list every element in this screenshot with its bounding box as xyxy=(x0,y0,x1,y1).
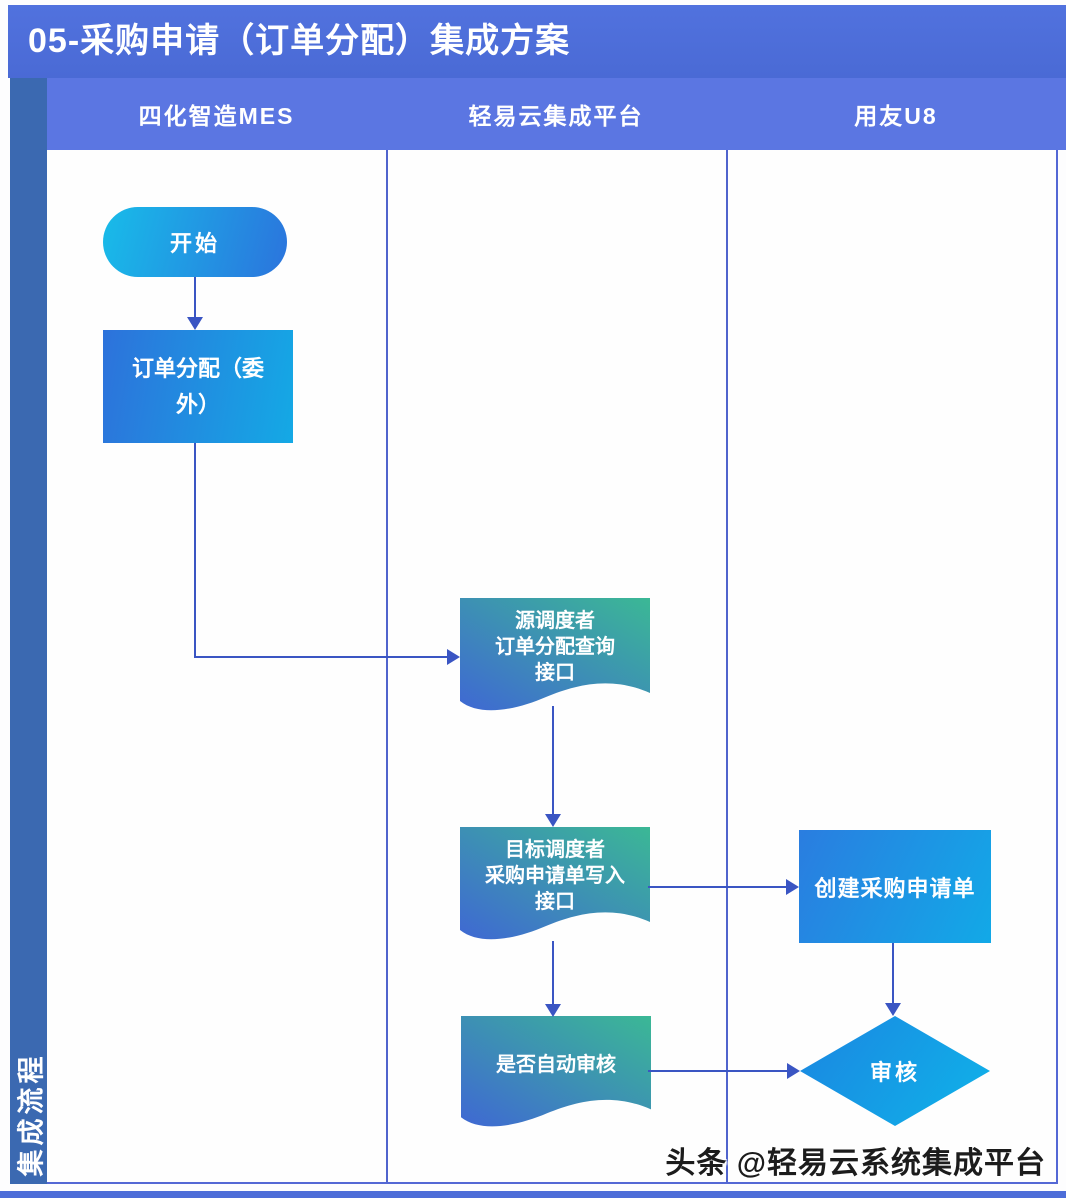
lane-header-qingyiyun: 轻易云集成平台 xyxy=(468,103,644,129)
node-create-purchase-request[interactable]: 创建采购申请单 xyxy=(799,830,991,943)
lane-divider-1 xyxy=(386,150,388,1182)
document-shape xyxy=(460,827,650,940)
node-source-scheduler-line2: 订单分配查询 xyxy=(495,636,615,658)
swimlane-header-band: 四化智造MES 轻易云集成平台 用友U8 xyxy=(47,78,1066,150)
node-order-allocation[interactable]: 订单分配（委外） xyxy=(103,330,293,443)
document-shape xyxy=(460,598,650,711)
node-target-scheduler[interactable]: 目标调度者 采购申请单写入 接口 xyxy=(460,827,650,943)
node-source-scheduler-line1: 源调度者 xyxy=(515,610,595,632)
watermark: 头条 @轻易云系统集成平台 xyxy=(665,1147,1046,1180)
connector-create-to-audit-line xyxy=(892,943,894,1003)
node-source-scheduler-line3: 接口 xyxy=(535,662,575,684)
connector-target-to-autoaudit-line xyxy=(552,941,554,1004)
document-shape xyxy=(461,1016,651,1127)
node-create-purchase-request-label: 创建采购申请单 xyxy=(814,875,976,901)
node-target-scheduler-line3: 接口 xyxy=(535,891,575,913)
bottom-accent-bar xyxy=(0,1191,1066,1198)
node-target-scheduler-line2: 采购申请单写入 xyxy=(485,865,625,887)
connector-source-to-target-line xyxy=(552,706,554,814)
node-auto-audit-check[interactable]: 是否自动审核 xyxy=(461,1016,651,1130)
page-title: 05-采购申请（订单分配）集成方案 xyxy=(28,22,571,60)
connector-target-to-create-arrowhead xyxy=(786,879,799,895)
connector-start-to-alloc-arrowhead xyxy=(187,317,203,330)
node-source-scheduler[interactable]: 源调度者 订单分配查询 接口 xyxy=(460,598,650,714)
node-audit-label: 审核 xyxy=(869,1060,920,1085)
lane-divider-2 xyxy=(726,150,728,1182)
node-target-scheduler-line1: 目标调度者 xyxy=(505,839,605,861)
connector-autoaudit-to-audit-arrowhead xyxy=(787,1063,800,1079)
connector-create-to-audit-arrowhead xyxy=(885,1003,901,1016)
connector-alloc-to-source-arrowhead xyxy=(447,649,460,665)
connector-target-to-create-line xyxy=(648,886,786,888)
node-start-label: 开始 xyxy=(169,231,220,256)
node-start[interactable]: 开始 xyxy=(103,207,287,277)
process-row-header: 集成流程 xyxy=(10,78,47,1184)
connector-target-to-autoaudit-arrowhead xyxy=(545,1004,561,1017)
lane-header-mes: 四化智造MES xyxy=(138,103,295,129)
title-bar: 05-采购申请（订单分配）集成方案 xyxy=(8,5,1066,78)
connector-alloc-to-source-hline xyxy=(194,656,448,658)
process-row-label: 集成流程 xyxy=(16,1052,46,1177)
connector-source-to-target-arrowhead xyxy=(545,814,561,827)
node-auto-audit-label: 是否自动审核 xyxy=(496,1054,616,1076)
node-order-allocation-label: 订单分配（委外） xyxy=(131,356,264,417)
connector-autoaudit-to-audit-line xyxy=(648,1070,787,1072)
lane-header-yonyou-u8: 用友U8 xyxy=(854,103,938,129)
connector-alloc-to-source-vline xyxy=(194,443,196,658)
connector-start-to-alloc-line xyxy=(194,277,196,318)
